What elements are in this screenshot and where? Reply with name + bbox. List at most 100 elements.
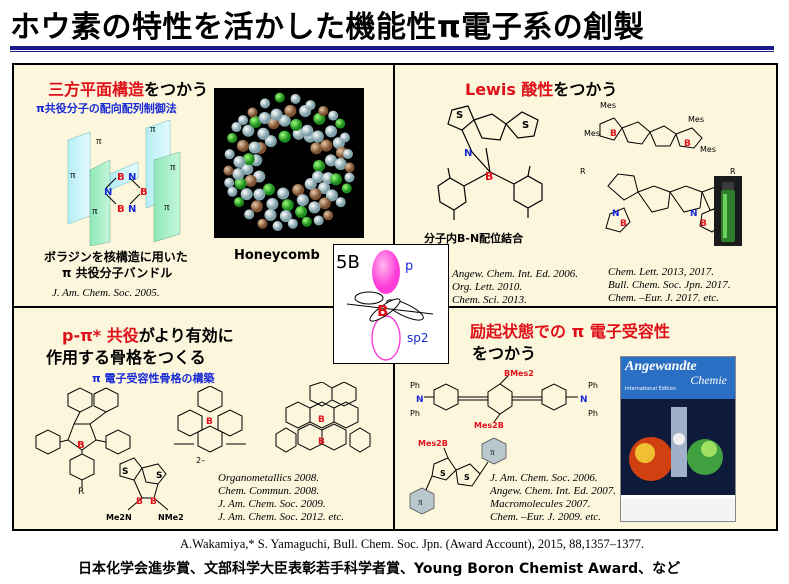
reference: Chem. Commun. 2008. xyxy=(218,485,320,497)
atom-sphere xyxy=(325,189,338,202)
reference: Angew. Chem. Int. Ed. 2007. xyxy=(490,485,616,497)
atom-sphere xyxy=(263,183,276,196)
thiophene-borane-structure: S S Mes2B π π xyxy=(409,437,507,515)
pi-label: π xyxy=(170,161,176,173)
atom-sphere xyxy=(224,149,235,160)
svg-text:B: B xyxy=(206,417,213,427)
svg-text:B: B xyxy=(318,437,325,447)
reference: Chem. –Eur. J. 2009. etc. xyxy=(490,511,601,523)
q3-heading-rest: がより有効に xyxy=(138,326,234,345)
reference: Chem. Sci. 2013. xyxy=(452,294,527,306)
atom-sphere xyxy=(227,133,238,144)
atom-sphere xyxy=(244,174,257,187)
fluorescent-vial-photo xyxy=(714,176,742,246)
q4-heading-line1: 励起状態での π 電子受容性 xyxy=(470,318,670,342)
atom-sphere xyxy=(324,154,337,167)
q3-subheading: π 電子受容性骨格の構築 xyxy=(92,372,215,385)
svg-text:N: N xyxy=(104,187,112,198)
r-label: R xyxy=(78,487,84,494)
atom-sphere xyxy=(257,218,268,229)
atom-sphere xyxy=(258,112,271,125)
reference: J. Am. Chem. Soc. 2009. xyxy=(218,498,326,510)
q1-caption-line2: π 共役分子バンドル xyxy=(62,266,173,280)
q2-refs-left: Angew. Chem. Int. Ed. 2006. Org. Lett. 2… xyxy=(452,268,578,307)
atom-sphere xyxy=(318,197,331,210)
svg-text:B: B xyxy=(485,170,493,183)
reference: Bull. Chem. Soc. Jpn. 2017. xyxy=(608,279,731,291)
q2-heading-highlight: Lewis 酸性 xyxy=(465,80,554,99)
atom-sphere xyxy=(250,200,263,213)
pi-unit-label: π xyxy=(490,447,495,457)
svg-text:N: N xyxy=(580,395,588,405)
ph-label: Ph xyxy=(410,381,420,390)
atom-sphere xyxy=(318,105,329,116)
atom-sphere xyxy=(278,130,291,143)
reference: J. Am. Chem. Soc. 2006. xyxy=(490,472,598,484)
title-rule xyxy=(10,46,774,50)
atom-sphere xyxy=(335,118,346,129)
svg-text:N: N xyxy=(690,209,698,219)
ph-label: Ph xyxy=(588,381,598,390)
q4-refs: J. Am. Chem. Soc. 2006. Angew. Chem. Int… xyxy=(490,472,616,524)
q1-subheading: π共役分子の配向配列制御法 xyxy=(36,102,177,115)
reference: Organometallics 2008. xyxy=(218,472,320,484)
mes-label: Mes xyxy=(584,129,600,138)
atom-sphere xyxy=(339,132,350,143)
svg-text:S: S xyxy=(522,120,529,131)
extended-boron-pah-structure: B B xyxy=(275,382,371,453)
atom-sphere xyxy=(266,198,279,211)
atom-sphere xyxy=(318,182,331,195)
svg-text:B: B xyxy=(136,497,143,507)
svg-text:N: N xyxy=(128,204,136,215)
q2-caption: 分子内B-N配位結合 xyxy=(424,232,524,245)
svg-text:B: B xyxy=(620,219,627,229)
svg-text:B: B xyxy=(140,187,148,198)
atom-sphere xyxy=(328,110,339,121)
atom-sphere xyxy=(335,197,346,208)
intramolecular-bn-structure: S S N B xyxy=(437,105,543,220)
reference: Chem. Lett. 2013, 2017. xyxy=(608,266,715,278)
atom-sphere xyxy=(296,194,309,207)
atom-sphere xyxy=(240,188,253,201)
cover-title: Angewandte xyxy=(625,359,697,374)
atom-sphere xyxy=(272,221,283,232)
charge-label: 2– xyxy=(196,456,206,465)
atom-sphere xyxy=(241,162,254,175)
atom-sphere xyxy=(292,183,305,196)
svg-text:S: S xyxy=(440,469,446,478)
q4-heading-highlight-2: 電子受容性 xyxy=(589,322,670,341)
atom-sphere xyxy=(233,155,246,168)
atom-sphere xyxy=(329,173,342,186)
reference: Org. Lett. 2010. xyxy=(452,281,523,293)
reference: Chem. –Eur. J. 2017. etc. xyxy=(608,292,719,304)
svg-text:B: B xyxy=(684,139,691,149)
atom-sphere xyxy=(277,187,290,200)
atom-sphere xyxy=(279,210,292,223)
mes-label: Mes xyxy=(700,145,716,154)
q1-heading: 三方平面構造をつかう xyxy=(48,76,208,100)
q1-heading-rest: をつかう xyxy=(144,80,209,99)
q1-reference: J. Am. Chem. Soc. 2005. xyxy=(52,287,160,299)
svg-text:B: B xyxy=(150,497,157,507)
journal-cover-image: Angewandte Chemie International Edition xyxy=(620,356,736,522)
reference: J. Am. Chem. Soc. 2012. etc. xyxy=(218,511,344,523)
atom-sphere xyxy=(301,124,314,137)
borole-structure: B R xyxy=(35,387,131,494)
q3-refs: Organometallics 2008. Chem. Commun. 2008… xyxy=(218,472,344,524)
q4-heading-highlight: 励起状態での xyxy=(470,322,567,341)
atom-sphere xyxy=(305,100,316,111)
atom-sphere xyxy=(238,115,249,126)
nme2-label: Me2N xyxy=(106,513,132,522)
atom-sphere xyxy=(264,135,277,148)
svg-text:S: S xyxy=(456,110,463,121)
atom-sphere xyxy=(247,107,258,118)
svg-text:B: B xyxy=(610,129,617,139)
atom-sphere xyxy=(304,177,317,190)
atom-sphere xyxy=(233,197,244,208)
atom-sphere xyxy=(323,210,334,221)
atom-sphere xyxy=(270,108,283,121)
atom-sphere xyxy=(224,177,235,188)
q1-caption-line1: ボラジンを核構造に用いた xyxy=(44,250,188,264)
atom-sphere xyxy=(274,92,285,103)
atom-sphere xyxy=(248,141,261,154)
